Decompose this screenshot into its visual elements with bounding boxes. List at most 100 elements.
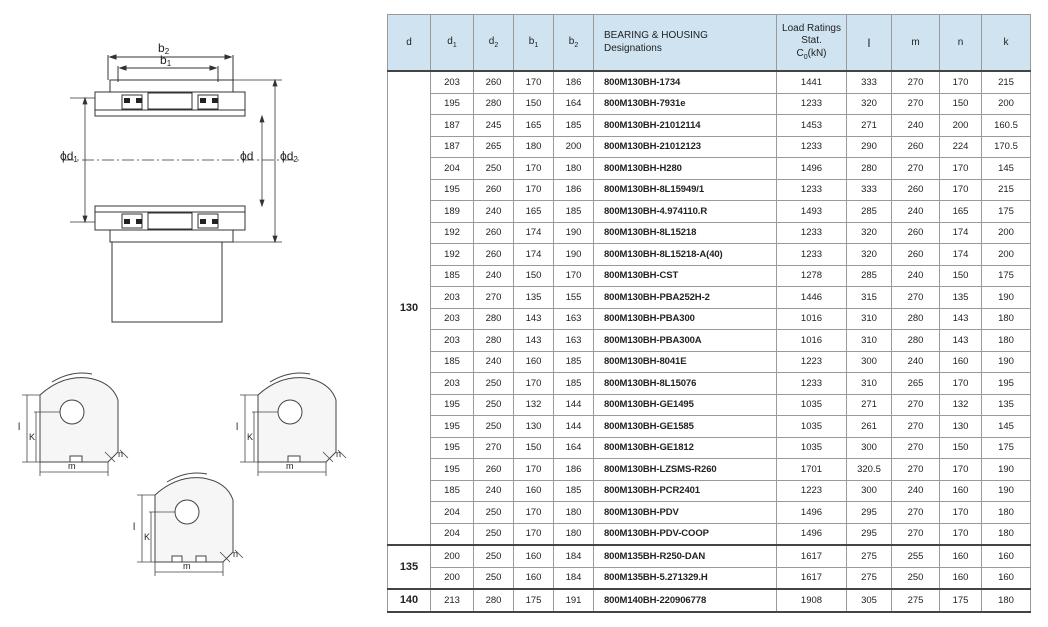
cell-d1: 192 (430, 243, 474, 266)
cell-d2: 260 (473, 221, 514, 244)
cell-d2: 280 (473, 307, 514, 330)
header-m: m (891, 14, 940, 72)
cell-d1: 200 (430, 566, 474, 590)
cell-b1: 174 (513, 243, 554, 266)
table-header-row: d d1 d2 b1 b2 BEARING & HOUSING Designat… (387, 14, 1031, 72)
cell-n: 132 (939, 393, 982, 416)
cell-m: 270 (891, 458, 940, 481)
label-b2: b2 (158, 41, 170, 56)
header-n: n (939, 14, 982, 72)
cell-m: 270 (891, 70, 940, 94)
cell-b1: 160 (513, 479, 554, 502)
cell-d1: 187 (430, 114, 474, 137)
bearing-housing-drawing: b2 b1 ϕd1 ϕd ϕd2 l K m n (18, 41, 347, 576)
cell-k: 195 (981, 372, 1031, 395)
cell-m: 275 (891, 588, 940, 612)
cell-b2: 186 (553, 458, 594, 481)
cell-d2: 250 (473, 415, 514, 438)
cell-k: 135 (981, 393, 1031, 416)
cell-load-rating: 1496 (776, 522, 847, 546)
cell-d1: 213 (430, 588, 474, 612)
cell-n: 150 (939, 92, 982, 115)
cell-d1: 200 (430, 544, 474, 568)
cell-m: 270 (891, 522, 940, 546)
cell-designation: 800M130BH-PDV-COOP (593, 522, 777, 546)
cell-d1: 204 (430, 522, 474, 546)
cell-d2: 260 (473, 243, 514, 266)
cell-d1: 204 (430, 501, 474, 524)
cell-l: 261 (846, 415, 892, 438)
housing3-label-l: l (133, 522, 135, 533)
cell-designation: 800M130BH-GE1812 (593, 436, 777, 459)
cell-d1: 195 (430, 393, 474, 416)
cell-d2: 280 (473, 92, 514, 115)
cell-m: 255 (891, 544, 940, 568)
cell-b1: 150 (513, 436, 554, 459)
cell-d2: 250 (473, 372, 514, 395)
cell-k: 160 (981, 566, 1031, 590)
cell-n: 170 (939, 70, 982, 94)
cell-l: 271 (846, 393, 892, 416)
cell-d1: 203 (430, 307, 474, 330)
cell-b1: 180 (513, 135, 554, 158)
cell-b2: 190 (553, 221, 594, 244)
cell-load-rating: 1223 (776, 350, 847, 373)
cell-b2: 163 (553, 307, 594, 330)
cell-b1: 170 (513, 70, 554, 94)
cell-l: 295 (846, 522, 892, 546)
cell-n: 170 (939, 157, 982, 180)
cell-m: 270 (891, 415, 940, 438)
cell-n: 170 (939, 522, 982, 546)
cell-m: 270 (891, 436, 940, 459)
cell-n: 174 (939, 243, 982, 266)
housing1-label-n: n (118, 449, 123, 459)
cell-designation: 800M130BH-8L15218 (593, 221, 777, 244)
cell-load-rating: 1035 (776, 393, 847, 416)
cell-d: 140 (387, 588, 431, 612)
label-d2: ϕd2 (280, 149, 298, 164)
cell-k: 180 (981, 501, 1031, 524)
header-load-ratings: Load Ratings Stat. C0(kN) (776, 14, 847, 72)
cell-d2: 240 (473, 264, 514, 287)
cell-n: 175 (939, 588, 982, 612)
cell-k: 175 (981, 200, 1031, 223)
cell-d1: 185 (430, 264, 474, 287)
cell-b1: 170 (513, 501, 554, 524)
cell-n: 150 (939, 264, 982, 287)
cell-designation: 800M130BH-21012123 (593, 135, 777, 158)
cell-k: 180 (981, 588, 1031, 612)
cell-m: 260 (891, 178, 940, 201)
cell-b2: 155 (553, 286, 594, 309)
cell-n: 143 (939, 307, 982, 330)
cell-l: 333 (846, 178, 892, 201)
cell-k: 190 (981, 479, 1031, 502)
cell-k: 190 (981, 286, 1031, 309)
cell-n: 135 (939, 286, 982, 309)
cell-load-rating: 1016 (776, 329, 847, 352)
cell-designation: 800M130BH-PBA300A (593, 329, 777, 352)
cell-n: 160 (939, 350, 982, 373)
cell-designation: 800M140BH-220906778 (593, 588, 777, 612)
cell-d2: 270 (473, 436, 514, 459)
cell-m: 240 (891, 479, 940, 502)
cell-n: 174 (939, 221, 982, 244)
cell-m: 240 (891, 200, 940, 223)
cell-designation: 800M130BH-1734 (593, 70, 777, 94)
cell-k: 180 (981, 522, 1031, 546)
cell-n: 170 (939, 501, 982, 524)
cell-b1: 135 (513, 286, 554, 309)
cell-m: 270 (891, 157, 940, 180)
cell-l: 310 (846, 329, 892, 352)
cell-b1: 160 (513, 544, 554, 568)
cell-b2: 180 (553, 522, 594, 546)
cell-b2: 185 (553, 479, 594, 502)
cell-load-rating: 1233 (776, 372, 847, 395)
